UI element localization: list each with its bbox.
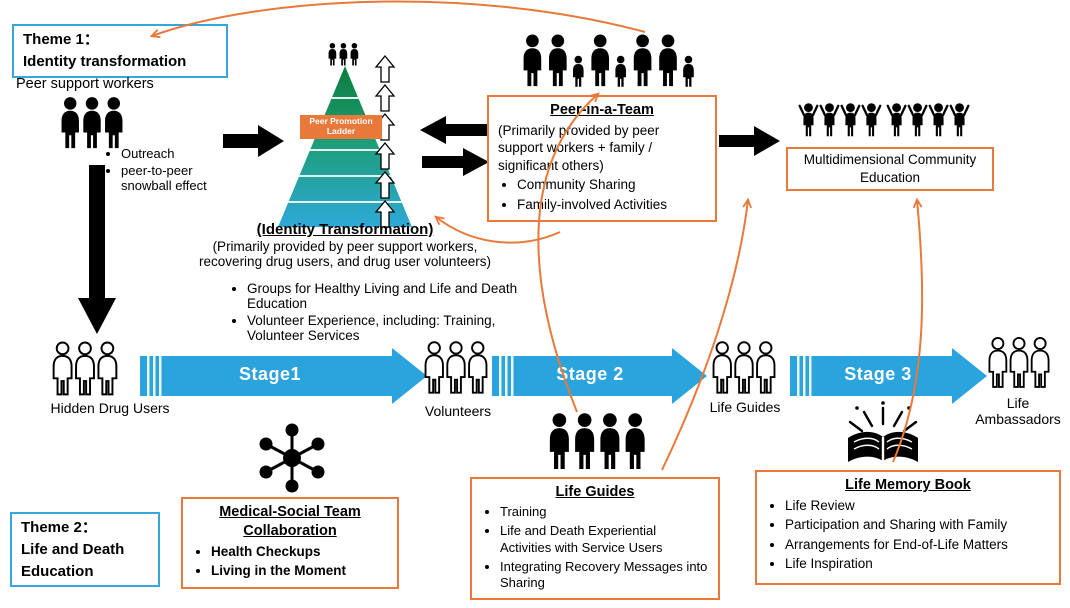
hidden-drug-users-icon (52, 341, 118, 396)
outreach-item: peer-to-peer snowball effect (121, 163, 220, 193)
identity-transformation-item: Volunteer Experience, including: Trainin… (247, 313, 534, 343)
medical-social-item: Health Checkups (211, 543, 388, 561)
theme1-subtitle: Identity transformation (23, 52, 187, 70)
family-icon (523, 34, 694, 87)
life-memory-book-box: Life Memory Book Life Review Participati… (755, 470, 1061, 585)
people-arms-up-icon (798, 102, 970, 138)
open-book-sparkle-icon (848, 401, 918, 462)
peer-in-a-team-item: Family-involved Activities (517, 196, 706, 214)
life-memory-book-item: Life Inspiration (785, 555, 1050, 573)
life-memory-book-item: Life Review (785, 497, 1050, 515)
people-group-icon (61, 97, 123, 149)
peer-in-a-team-box: Peer-in-a-Team (Primarily provided by pe… (487, 95, 717, 222)
life-guides-box: Life Guides Training Life and Death Expe… (470, 477, 720, 601)
theme1-box: Theme 1： Identity transformation (12, 24, 228, 78)
multidimensional-education-box: Multidimensional Community Education (786, 147, 994, 191)
arrow-right-icon (223, 125, 284, 157)
volunteers-label: Volunteers (424, 403, 492, 419)
life-ambassadors-icon (988, 337, 1050, 388)
identity-transformation-block: (Identity Transformation) (Primarily pro… (165, 221, 525, 269)
theme1-title: Theme 1： (23, 31, 99, 48)
life-guides-icon (712, 341, 776, 394)
volunteers-icon (424, 341, 488, 394)
stage1-arrow (140, 348, 427, 404)
theme2-subtitle: Life and Death Education (21, 540, 125, 580)
stage1-label: Stage1 (238, 364, 302, 384)
pyramid-label: Peer Promotion Ladder (300, 115, 382, 139)
theme2-box: Theme 2： Life and Death Education (10, 512, 160, 588)
medical-social-title: Medical-Social Team Collaboration (219, 504, 361, 539)
hidden-drug-users-label: Hidden Drug Users (50, 400, 170, 416)
stage2-label: Stage 2 (556, 364, 624, 384)
peer-support-workers-label: Peer support workers (16, 76, 154, 92)
identity-transformation-item: Groups for Healthy Living and Life and D… (247, 281, 534, 311)
peer-in-a-team-description: (Primarily provided by peer support work… (498, 122, 660, 173)
life-guides-group-icon (549, 413, 645, 469)
exchange-arrows-icon (420, 116, 489, 176)
identity-transformation-title: (Identity Transformation) (256, 221, 434, 238)
medical-social-box: Medical-Social Team Collaboration Health… (181, 497, 399, 589)
identity-transformation-list: Groups for Healthy Living and Life and D… (228, 281, 534, 345)
pyramid-top-people-icon (328, 43, 359, 66)
life-guides-item: Training (500, 504, 709, 521)
arrow-down-icon (78, 165, 116, 334)
theme2-title: Theme 2： (21, 519, 97, 536)
stage3-arrow (790, 348, 987, 404)
arrow-to-education-icon (719, 126, 780, 156)
identity-transformation-description: (Primarily provided by peer support work… (199, 239, 491, 269)
life-memory-book-title: Life Memory Book (845, 477, 971, 493)
peer-in-a-team-item: Community Sharing (517, 176, 706, 194)
life-guides-box-title: Life Guides (555, 484, 635, 500)
pyramid-ladder-icon (278, 66, 412, 227)
stage3-label: Stage 3 (844, 364, 912, 384)
medical-social-item: Living in the Moment (211, 562, 388, 580)
life-memory-book-item: Participation and Sharing with Family (785, 516, 1050, 534)
life-ambassadors-label: Life Ambassadors (975, 395, 1061, 427)
life-guides-item: Life and Death Experiential Activities w… (500, 523, 709, 557)
outreach-item: Outreach (121, 146, 220, 161)
life-guides-item: Integrating Recovery Messages into Shari… (500, 559, 709, 593)
outreach-list: Outreach peer-to-peer snowball effect (102, 146, 220, 195)
multidimensional-education-label: Multidimensional Community Education (803, 152, 977, 185)
life-memory-book-item: Arrangements for End-of-Life Matters (785, 536, 1050, 554)
network-nodes-icon (259, 423, 325, 493)
peer-in-a-team-title: Peer-in-a-Team (550, 102, 654, 118)
life-guides-label: Life Guides (709, 399, 781, 415)
